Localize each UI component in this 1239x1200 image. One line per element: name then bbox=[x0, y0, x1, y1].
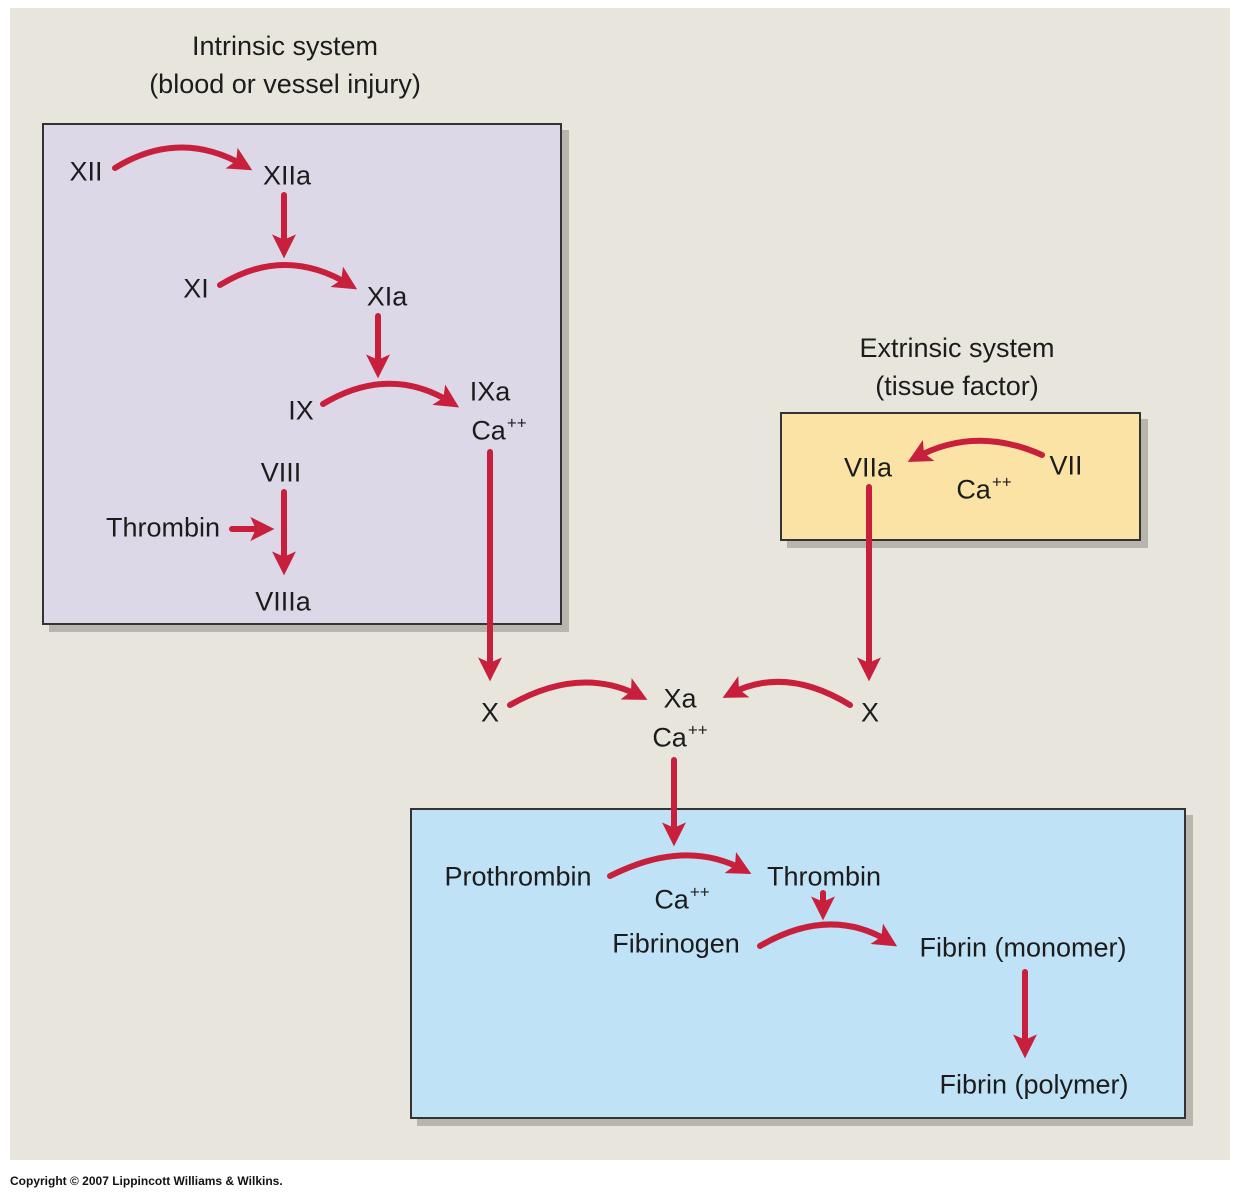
prothrombin: Prothrombin bbox=[444, 861, 592, 892]
factor-xiia: XIIa bbox=[262, 160, 312, 191]
factor-ix: IX bbox=[288, 395, 314, 426]
arrow-ix-to-ixa bbox=[320, 380, 460, 408]
factor-ixa: IXa bbox=[469, 376, 511, 407]
calcium-common: Ca++ bbox=[654, 884, 709, 915]
calcium-symbol: Ca bbox=[652, 722, 687, 753]
calcium-charge: ++ bbox=[991, 472, 1012, 492]
intrinsic-title-line: Intrinsic system bbox=[191, 31, 379, 61]
calcium-symbol: Ca bbox=[654, 884, 689, 915]
calcium-middle: Ca++ bbox=[652, 722, 707, 753]
arrow-xi-to-xia bbox=[217, 262, 358, 290]
factor-xi: XI bbox=[183, 273, 209, 304]
calcium-charge: ++ bbox=[687, 720, 708, 740]
fibrinogen: Fibrinogen bbox=[612, 928, 740, 959]
intrinsic-system-box bbox=[42, 123, 562, 625]
factor-viii: VIII bbox=[260, 457, 302, 488]
thrombin: Thrombin bbox=[766, 861, 882, 892]
copyright-notice: Copyright © 2007 Lippincott Williams & W… bbox=[10, 1174, 283, 1188]
arrow-x-to-xa-left bbox=[507, 678, 648, 708]
fibrin-polymer: Fibrin (polymer) bbox=[939, 1069, 1129, 1100]
factor-viiia: VIIIa bbox=[255, 586, 311, 617]
intrinsic-title: Intrinsic system (blood or vessel injury… bbox=[149, 27, 421, 103]
factor-xia: XIa bbox=[366, 281, 408, 312]
calcium-extrinsic: Ca++ bbox=[956, 474, 1011, 505]
arrow-fibrinogen-to-fibrin bbox=[757, 921, 898, 949]
intrinsic-subtitle-line: (blood or vessel injury) bbox=[149, 69, 421, 99]
extrinsic-system-box bbox=[780, 412, 1141, 541]
arrow-xii-to-xiia bbox=[112, 144, 253, 171]
arrow-x-to-xa-right bbox=[722, 676, 853, 708]
calcium-symbol: Ca bbox=[471, 415, 506, 446]
common-pathway-box bbox=[410, 808, 1186, 1119]
factor-x-right: X bbox=[860, 697, 880, 728]
extrinsic-title: Extrinsic system (tissue factor) bbox=[859, 329, 1054, 405]
factor-x-left: X bbox=[480, 697, 500, 728]
calcium-intrinsic: Ca++ bbox=[471, 415, 526, 446]
calcium-symbol: Ca bbox=[956, 474, 991, 505]
calcium-charge: ++ bbox=[506, 413, 527, 433]
thrombin-feedback: Thrombin bbox=[105, 512, 221, 543]
calcium-charge: ++ bbox=[689, 882, 710, 902]
arrow-vii-to-viia bbox=[907, 437, 1045, 463]
fibrin-monomer: Fibrin (monomer) bbox=[919, 932, 1127, 963]
factor-vii: VII bbox=[1049, 450, 1083, 481]
arrow-prothrombin-to-thrombin bbox=[607, 852, 752, 879]
extrinsic-subtitle-line: (tissue factor) bbox=[875, 371, 1039, 401]
factor-xii: XII bbox=[69, 156, 103, 187]
factor-xa: Xa bbox=[663, 683, 697, 714]
factor-viia: VIIa bbox=[843, 452, 893, 483]
extrinsic-title-line: Extrinsic system bbox=[859, 333, 1055, 363]
